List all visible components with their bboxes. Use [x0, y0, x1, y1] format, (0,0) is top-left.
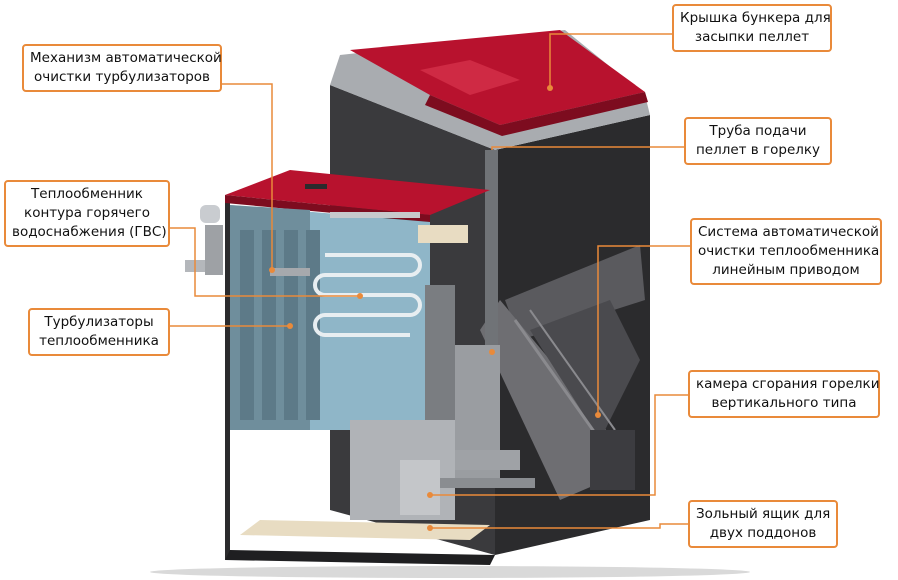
pellet-auger [480, 245, 645, 500]
callout-exchanger-cleaning: Система автоматической очистки теплообме… [690, 218, 882, 285]
burner-column [425, 285, 455, 420]
callout-turbulator-mechanism-line1: Механизм автоматической [30, 50, 222, 66]
callout-hopper-lid-line1: Крышка бункера для [680, 10, 831, 26]
hopper-lid-edge [425, 92, 648, 136]
callout-dhw-exchanger-line2: контура горячего [24, 205, 150, 221]
callout-feed-pipe-line2: пеллет в горелку [695, 142, 821, 158]
callout-turbulators-line2: теплообменника [39, 333, 159, 349]
callout-dhw-exchanger-line1: Теплообменник [31, 186, 143, 202]
callout-ash-box-line2: двух поддонов [709, 525, 817, 541]
callout-exchanger-cleaning-line2: очистки теплообменника [698, 243, 880, 259]
callout-turbulator-mechanism: Механизм автоматической очистки турбулиз… [22, 44, 222, 92]
callout-ash-box: Зольный ящик для двух поддонов [688, 500, 838, 548]
feed-pipe [455, 150, 500, 480]
callout-hopper-lid-line2: засыпки пеллет [694, 29, 810, 45]
side-fitting-top [200, 205, 220, 223]
leader-lines [170, 33, 690, 529]
callout-dhw-exchanger: Теплообменник контура горячего водоснабж… [4, 180, 170, 247]
callout-turbulators-line1: Турбулизаторы [44, 314, 154, 330]
callout-turbulator-mechanism-line2: очистки турбулизаторов [33, 69, 210, 85]
callout-exchanger-cleaning-line1: Система автоматической [698, 224, 879, 240]
callout-combustion-chamber-line2: вертикального типа [711, 395, 857, 411]
callout-combustion-chamber: камера сгорания горелки вертикального ти… [688, 370, 880, 418]
turbulator-mechanism-bar [270, 268, 310, 276]
callout-ash-box-line1: Зольный ящик для [696, 506, 831, 522]
floor-shadow [150, 566, 750, 578]
leader-dots [269, 85, 601, 531]
callout-hopper-lid: Крышка бункера для засыпки пеллет [672, 4, 832, 52]
hopper-lid-highlight [420, 60, 520, 95]
callout-turbulators: Турбулизаторы теплообменника [28, 308, 170, 356]
ash-box-floor [240, 520, 490, 540]
boiler-top-red [225, 170, 490, 215]
callout-combustion-chamber-line1: камера сгорания горелки [696, 376, 880, 392]
callout-feed-pipe-line1: Труба подачи [709, 123, 807, 139]
dhw-coil [313, 253, 422, 337]
callout-exchanger-cleaning-line3: линейным приводом [712, 262, 860, 278]
callout-dhw-exchanger-line3: водоснабжения (ГВС) [12, 224, 167, 240]
callout-feed-pipe: Труба подачи пеллет в горелку [684, 117, 832, 165]
